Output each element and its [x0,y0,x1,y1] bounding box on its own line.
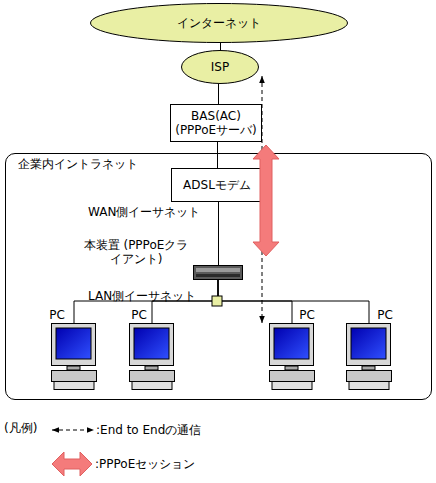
monitor-frame [52,324,96,366]
network-label: WAN側イーサネット [88,205,200,219]
pc-icon [346,323,392,391]
router-icon [193,265,243,280]
lan-cable [218,280,292,323]
device-box: BAS(AC) (PPPoEサーバ) [170,104,262,142]
legend-entry: :PPPoEセッション [95,457,195,471]
pc-label: PC [373,308,397,322]
device-box: ADSLモデム [171,168,263,202]
pc-label: PC [295,308,319,322]
monitor-stand [145,366,158,370]
pc-body [52,371,97,382]
pc-body [130,371,175,382]
pc-label: PC [45,308,69,322]
legend-session-arrow [52,452,92,476]
lan-cable [152,280,218,323]
lan-cable [74,280,218,323]
pc-body [270,371,315,382]
network-ellipse: インターネット [90,3,348,43]
node-label: BAS(AC) (PPPoEサーバ) [173,109,259,137]
network-link [218,202,219,265]
legend-text: :PPPoEセッション [95,457,195,471]
legend-dashed-arrow [52,430,94,431]
intranet-group: 企業内イントラネットADSLモデム本装置 (PPPoEクライアント)PCPCPC… [5,153,432,400]
hub-symbol [212,296,222,306]
monitor-frame [270,324,314,366]
pc-terminal: PC [346,323,392,391]
ellipse-shape [91,4,348,43]
network-link [218,84,219,104]
network-link [220,43,221,50]
monitor-stand [362,366,375,370]
node-label: インターネット [177,16,261,30]
router-panel [196,274,240,277]
network-label: LAN側イーサネット [88,289,196,303]
network-link [217,142,218,168]
pc-terminal: PC [51,323,97,391]
monitor-screen [134,328,169,359]
legend-text: :End to Endの通信 [96,423,201,437]
router-panel [196,268,240,272]
keyboard [132,382,172,390]
lan-cable [218,280,369,323]
monitor-frame [347,324,391,366]
pc-terminal: PC [269,323,315,391]
legend-heading: (凡例) [4,421,37,435]
monitor-stand [285,366,298,370]
node-label: ISP [211,60,229,74]
node-label: 本装置 (PPPoEクライアント) [81,238,191,266]
network-ellipse: ISP [181,50,259,84]
pc-icon [269,323,315,391]
monitor-screen [56,328,91,359]
monitor-stand [67,366,80,370]
router-body [194,266,243,280]
legend-entry: :End to Endの通信 [96,423,201,437]
keyboard [272,382,312,390]
pppoe-session-arrow [253,145,279,256]
pc-body [347,371,392,382]
pc-label: PC [127,308,151,322]
monitor-screen [274,328,309,359]
end-to-end-arrow [262,76,263,323]
pc-icon [51,323,97,391]
ellipse-shape [182,51,259,84]
pc-icon [129,323,175,391]
monitor-frame [130,324,174,366]
keyboard [54,382,94,390]
pc-terminal: PC [129,323,175,391]
router-device: 本装置 (PPPoEクライアント) [193,265,243,280]
monitor-screen [351,328,386,359]
group-title: 企業内イントラネット [18,157,138,171]
keyboard [349,382,389,390]
node-label: ADSLモデム [183,178,251,192]
